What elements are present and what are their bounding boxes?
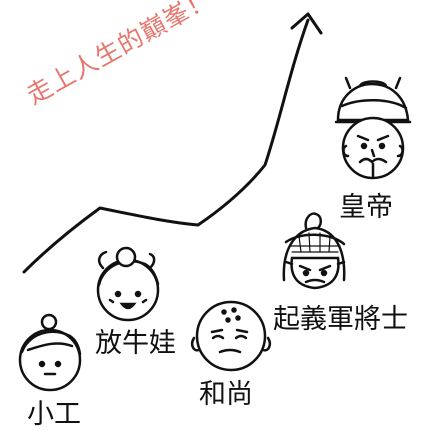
label-general: 起義軍將士 [273, 304, 408, 335]
general-head [282, 212, 346, 290]
label-emperor: 皇帝 [339, 192, 393, 223]
rising-arrow [22, 12, 323, 274]
worker-head [18, 313, 82, 392]
cowherd-head [96, 246, 160, 322]
label-cowherd: 放牛娃 [95, 328, 176, 359]
monk-head [190, 300, 272, 372]
emperor-head [334, 76, 412, 180]
label-monk: 和尚 [199, 379, 253, 410]
label-worker: 小工 [27, 399, 81, 430]
